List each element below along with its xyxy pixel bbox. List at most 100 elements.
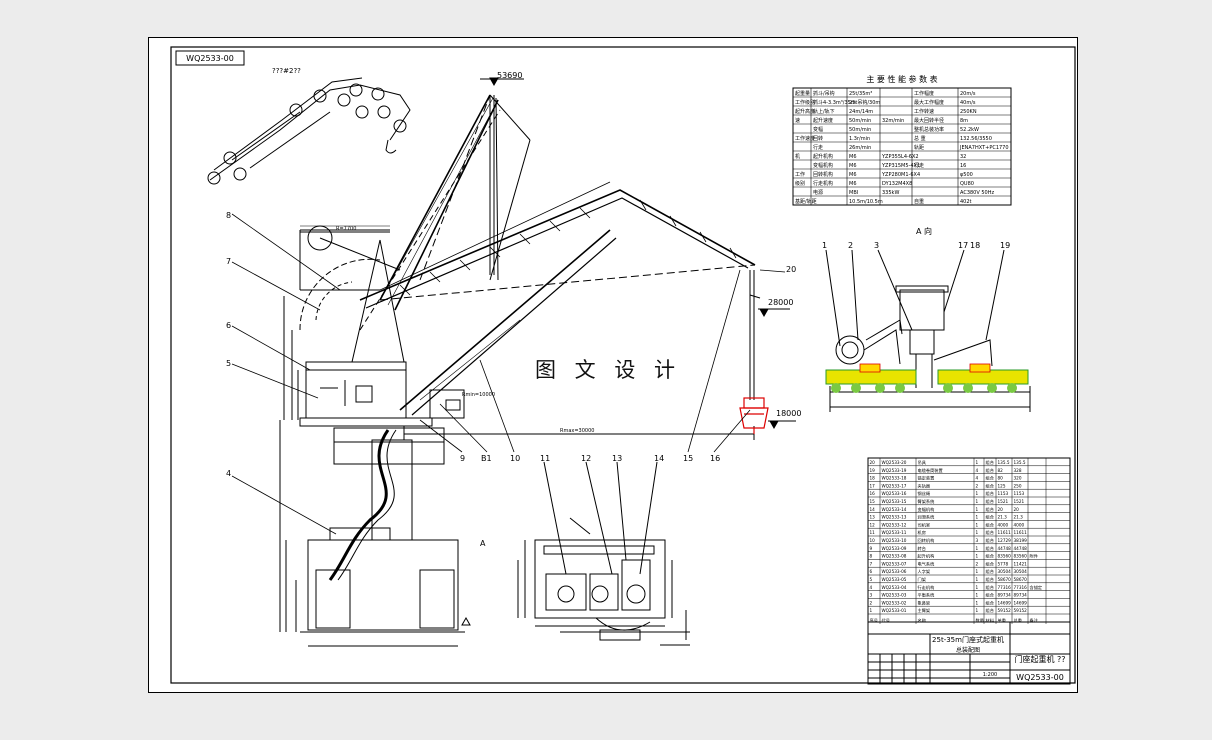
spec-cell: 抓斗/吊钩 [813,90,835,97]
parts-cell: 行走机构 [918,584,935,591]
parts-cell: 89734 [1014,593,1028,598]
elevation-top: 53690 [497,71,522,80]
parts-cell: 125 [998,483,1006,488]
spec-cell: 25t吊钩/30m [849,99,880,106]
callout-b1: B1 [481,454,492,463]
parts-cell: WQ2533-04 [882,585,907,590]
spec-cell: YZP315M5-4X1 [881,163,920,169]
parts-cell: 59152 [1014,608,1028,613]
rmin-label: Rmin=10000 [462,392,495,398]
spec-cell: M6 [849,181,857,187]
parts-cell: 组合 [986,568,995,575]
spec-cell: M6 [849,154,857,160]
parts-cell: 21.3 [998,515,1008,520]
parts-header-cell: 数量 [976,617,984,624]
parts-cell: 吊具 [918,460,927,466]
spec-cell: 起升机构 [813,153,833,160]
parts-cell: WQ2533-05 [882,577,907,582]
callout-15: 15 [683,454,693,463]
drawing-name: 总装配图 [956,646,980,654]
parts-cell: 10 [870,538,876,543]
spec-cell: DY132M4X8 [882,181,912,187]
callout-19: 19 [1000,241,1010,250]
callout-numbers: 8 7 6 5 4 9 B1 10 15 16 20 [226,211,796,478]
code-box [175,50,245,66]
spec-table-title: 主 要 性 能 参 数 表 [866,74,937,84]
parts-cell: 21.3 [1014,515,1024,520]
parts-cell: 12 [870,522,876,527]
parts-cell: 司机室 [918,521,931,528]
callout-4: 4 [226,469,231,478]
spec-cell: 10.5m/10.5m [849,199,883,205]
parts-cell: WQ2533-07 [882,561,907,566]
parts-cell: 4 [870,585,873,590]
parts-cell: 8 [870,554,873,559]
callout-20: 20 [786,265,796,274]
view-a [825,249,1031,412]
parts-cell: 328 [1014,468,1022,473]
spec-cell: 50m/min [849,127,871,133]
parts-cell: 18 [870,476,876,481]
parts-cell: WQ2533-01 [882,608,907,613]
parts-cell: 组合 [986,506,995,513]
parts-cell: 臂架系统 [918,498,935,505]
parts-cell: 组合 [986,482,995,489]
spec-cell: 轨上/轨下 [813,108,835,115]
parts-cell: WQ2533-09 [882,546,907,551]
plan-callouts: 11 12 13 14 [540,454,664,463]
assembly-label: 门座起重机 ?? [1014,654,1065,664]
spec-cell: 最大回转半径 [914,117,944,124]
parts-cell: WQ2533-03 [882,593,907,598]
parts-cell: 电缆卷筒装置 [918,467,943,474]
spec-cell: YZP280M1-6X4 [881,172,920,178]
spec-cell: 52.2kW [960,127,979,133]
spec-cell: 26m/min [849,145,871,151]
parts-cell: 夹轨器 [918,482,931,489]
parts-cell: 1 [976,491,979,496]
callout-5: 5 [226,359,231,368]
spec-cell: M6 [849,172,857,178]
callout-17: 17 [958,241,968,250]
spec-cell: 机 [795,153,800,160]
portal-frame [307,539,459,631]
parts-cell: WQ2533-18 [882,476,907,481]
parts-cell: 1 [976,600,979,605]
grab-bucket [739,397,769,434]
parts-cell: 5778 [998,561,1009,566]
inner-frame [170,46,1076,684]
spec-cell: 50m/min [849,118,871,124]
bogies [825,363,1029,393]
parts-cell: 58670 [998,577,1012,582]
callout-13: 13 [612,454,622,463]
parts-cell: 135.5 [1014,460,1026,465]
parts-cell: 组合 [986,537,995,544]
parts-cell: 82 [998,468,1004,473]
parts-cell: 1 [976,522,979,527]
parts-cell: WQ2533-13 [882,515,907,520]
parts-cell: 1 [870,608,873,613]
parts-cell: 组合 [986,592,995,599]
parts-cell: 9 [870,546,873,551]
parts-cell: 15 [870,499,876,504]
parts-cell: 4 [976,468,979,473]
parts-cell: 锚定装置 [918,475,935,482]
spec-cell: 16 [960,163,966,169]
parts-cell: 6 [870,569,873,574]
parts-cell: 2 [870,600,873,605]
parts-header-cell: 总重 [1014,617,1022,623]
parts-cell: 7 [870,561,873,566]
parts-cell: 组合 [986,521,995,528]
parts-cell: 77316 [1014,585,1028,590]
parts-cell: 44748 [1014,546,1028,551]
parts-cell: 58670 [1014,577,1028,582]
spec-cell: QU80 [960,181,974,187]
parts-cell: 83560 [1014,554,1028,559]
callout-16: 16 [710,454,720,463]
code-box-text: WQ2533-00 [186,54,234,63]
plan-view [517,461,690,646]
parts-cell: 1 [976,507,979,512]
parts-cell: 1 [976,608,979,613]
topleft-note: ???#2?? [272,67,301,75]
parts-cell: WQ2533-15 [882,499,907,504]
